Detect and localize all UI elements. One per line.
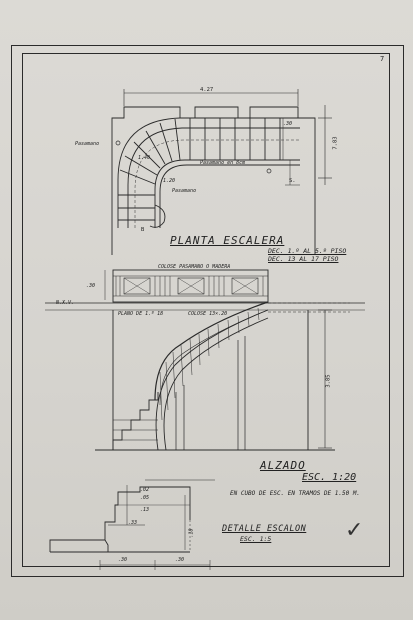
step-detail bbox=[49, 479, 215, 570]
elev-note: EN CUBO DE ESC. EN TRAMOS DE 1.50 M. bbox=[230, 490, 361, 497]
detail-dim-5: .30 bbox=[118, 557, 128, 563]
detail-dim-3: .33 bbox=[128, 520, 138, 526]
detail-title: DETALLE ESCALON bbox=[222, 524, 307, 534]
plan-dec-line-2: DEC. 13 AL 17 PISO bbox=[268, 255, 339, 263]
detail-dim-0: .02 bbox=[140, 487, 150, 493]
plan-dec-line-1: DEC. 1.º AL 5.º PISO bbox=[268, 247, 347, 255]
plan-handrail-left: Pasamano bbox=[75, 141, 100, 147]
plan-view bbox=[111, 89, 332, 255]
elev-left-dim: .30 bbox=[86, 283, 96, 289]
outer-frame bbox=[11, 45, 404, 577]
plan-small-dim: 1.20 bbox=[163, 178, 176, 184]
detail-dim-4: .18 bbox=[188, 528, 195, 538]
detail-scale: ESC. 1:5 bbox=[240, 535, 272, 543]
check-mark-icon: ✓ bbox=[345, 518, 364, 543]
detail-dim-1: .05 bbox=[140, 495, 150, 501]
plan-radius-note: Pasamano en 8cm bbox=[200, 160, 246, 166]
page-number: 7 bbox=[380, 55, 385, 63]
plan-mark-s: S. bbox=[289, 178, 296, 184]
detail-dim-2: .13 bbox=[140, 507, 150, 513]
plan-width-dim: 4.27 bbox=[200, 87, 214, 93]
plan-height-dim: 7.83 bbox=[332, 136, 339, 150]
elev-bottom-note-2: COLOSE 13×.20 bbox=[188, 311, 228, 317]
plan-handrail-bottom: Pasamano bbox=[172, 188, 197, 194]
elev-nxv: N.X.V. bbox=[56, 300, 75, 306]
plan-mark-b: B bbox=[141, 227, 145, 233]
inner-frame bbox=[22, 53, 390, 567]
elev-title: ALZADO bbox=[260, 459, 306, 472]
elev-top-note: COLOSE PASAMANO O MADERA bbox=[158, 264, 231, 270]
plan-span-dim: 1.40 bbox=[138, 155, 151, 161]
plan-tread-dim: .30 bbox=[283, 121, 293, 127]
elev-height-dim: 3.85 bbox=[325, 374, 332, 388]
detail-dim-6: .30 bbox=[175, 557, 185, 563]
plan-title: PLANTA ESCALERA bbox=[170, 234, 285, 247]
elev-bottom-note-1: PLANO DE 1.º 18 bbox=[118, 311, 164, 317]
elevation-view bbox=[45, 269, 365, 451]
elev-scale: ESC. 1:20 bbox=[302, 472, 357, 483]
